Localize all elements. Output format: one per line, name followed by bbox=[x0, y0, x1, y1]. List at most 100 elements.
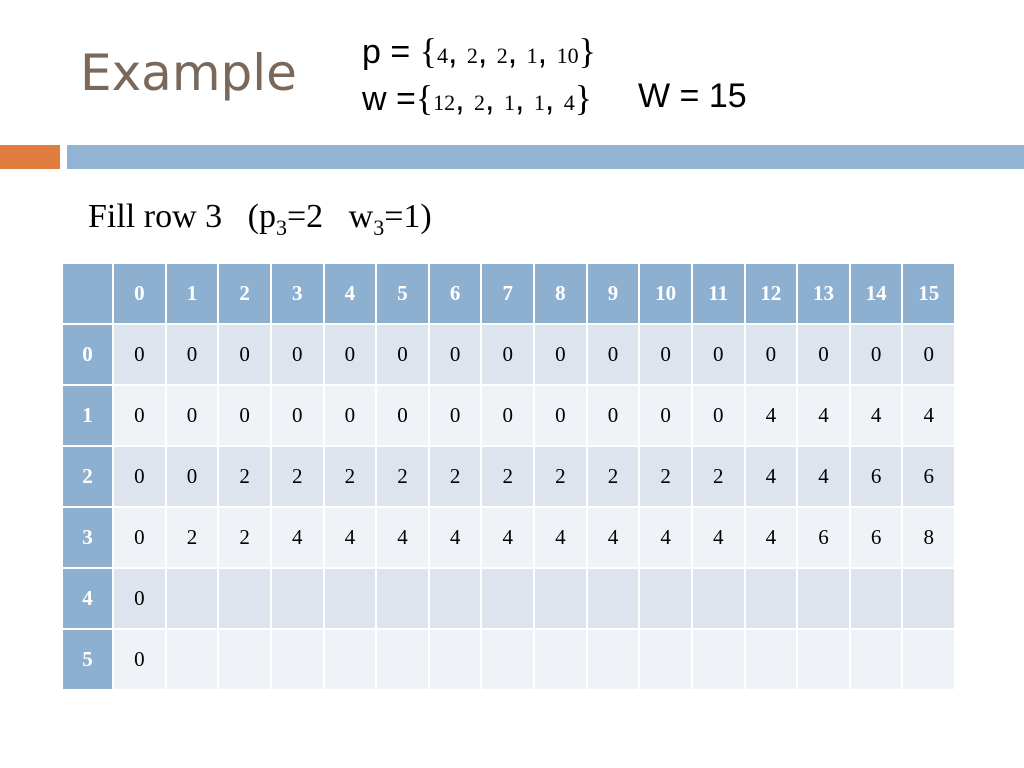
table-cell bbox=[322, 567, 378, 630]
table-cell: 6 bbox=[848, 506, 904, 569]
weight-value: 2 bbox=[474, 90, 486, 115]
table-cell: 0 bbox=[322, 384, 378, 447]
row-header: 2 bbox=[61, 445, 114, 508]
table-cell bbox=[375, 567, 430, 630]
table-cell: 2 bbox=[164, 506, 220, 569]
profit-set: p = {4, 2, 2, 1, 10} bbox=[362, 31, 596, 71]
table-cell: 0 bbox=[322, 323, 378, 386]
table-cell: 2 bbox=[690, 445, 746, 508]
table-cell: 4 bbox=[796, 445, 851, 508]
table-cell: 0 bbox=[690, 384, 746, 447]
instruction-suffix: =1) bbox=[384, 198, 432, 235]
weight-set: w ={12, 2, 1, 1, 4} bbox=[362, 78, 593, 118]
table-cell: 4 bbox=[322, 506, 378, 569]
accent-bar-blue bbox=[67, 145, 1024, 169]
table-cell bbox=[164, 628, 220, 691]
table-cell: 0 bbox=[690, 323, 746, 386]
table-cell: 0 bbox=[480, 323, 535, 386]
table-cell: 0 bbox=[217, 323, 272, 386]
table-cell: 4 bbox=[427, 506, 483, 569]
table-cell: 0 bbox=[427, 323, 483, 386]
column-header: 0 bbox=[112, 262, 167, 325]
table-cell bbox=[848, 628, 904, 691]
column-header: 6 bbox=[427, 262, 483, 325]
table-cell bbox=[322, 628, 378, 691]
capacity-label: W = 15 bbox=[638, 77, 747, 115]
table-cell: 0 bbox=[848, 323, 904, 386]
table-cell: 2 bbox=[480, 445, 535, 508]
table-cell: 0 bbox=[269, 323, 325, 386]
table-cell bbox=[269, 567, 325, 630]
header-corner bbox=[61, 262, 114, 325]
table-cell bbox=[217, 567, 272, 630]
profit-subscript: 3 bbox=[275, 215, 287, 240]
table-cell bbox=[743, 567, 799, 630]
column-header: 7 bbox=[480, 262, 535, 325]
row-header: 0 bbox=[61, 323, 114, 386]
table-cell bbox=[743, 628, 799, 691]
table-cell: 0 bbox=[533, 323, 588, 386]
slide-title: Example bbox=[80, 44, 297, 102]
row-header: 4 bbox=[61, 567, 114, 630]
column-header: 13 bbox=[796, 262, 851, 325]
table-cell bbox=[585, 628, 641, 691]
table-cell: 0 bbox=[112, 323, 167, 386]
table-cell: 0 bbox=[112, 506, 167, 569]
column-header: 3 bbox=[269, 262, 325, 325]
column-header: 4 bbox=[322, 262, 378, 325]
table-cell: 0 bbox=[796, 323, 851, 386]
table-cell bbox=[480, 628, 535, 691]
table-cell: 0 bbox=[112, 567, 167, 630]
table-cell: 0 bbox=[112, 445, 167, 508]
table-cell: 8 bbox=[901, 506, 956, 569]
instruction-text: Fill row 3 (p3=2 w3=1) bbox=[88, 198, 432, 241]
table-cell bbox=[848, 567, 904, 630]
table-cell: 4 bbox=[901, 384, 956, 447]
table-cell bbox=[638, 628, 693, 691]
table-cell bbox=[690, 628, 746, 691]
table-cell bbox=[901, 628, 956, 691]
table-cell: 0 bbox=[375, 323, 430, 386]
column-header: 15 bbox=[901, 262, 956, 325]
column-header: 8 bbox=[533, 262, 588, 325]
table-cell bbox=[269, 628, 325, 691]
table-cell bbox=[427, 567, 483, 630]
table-cell: 0 bbox=[638, 323, 693, 386]
table-cell: 0 bbox=[585, 323, 641, 386]
table-cell: 0 bbox=[743, 323, 799, 386]
table-cell bbox=[217, 628, 272, 691]
table-cell bbox=[533, 628, 588, 691]
row-header: 3 bbox=[61, 506, 114, 569]
table-cell: 2 bbox=[585, 445, 641, 508]
table-cell bbox=[375, 628, 430, 691]
table-cell: 0 bbox=[269, 384, 325, 447]
table-cell bbox=[690, 567, 746, 630]
table-cell: 4 bbox=[533, 506, 588, 569]
profit-value: 10 bbox=[556, 43, 579, 68]
column-header: 11 bbox=[690, 262, 746, 325]
table-cell: 4 bbox=[848, 384, 904, 447]
table-cell: 2 bbox=[217, 445, 272, 508]
column-header: 2 bbox=[217, 262, 272, 325]
table-cell bbox=[796, 628, 851, 691]
table-cell: 0 bbox=[217, 384, 272, 447]
table-cell: 2 bbox=[533, 445, 588, 508]
table-cell bbox=[164, 567, 220, 630]
column-header: 1 bbox=[164, 262, 220, 325]
table-cell: 2 bbox=[217, 506, 272, 569]
table-cell bbox=[480, 567, 535, 630]
instruction-mid: =2 w bbox=[286, 198, 374, 235]
table-cell: 0 bbox=[533, 384, 588, 447]
table-cell: 0 bbox=[164, 445, 220, 508]
table-cell: 0 bbox=[112, 628, 167, 691]
weight-value: 1 bbox=[533, 90, 545, 115]
table-cell bbox=[638, 567, 693, 630]
table-cell: 4 bbox=[375, 506, 430, 569]
table-cell: 6 bbox=[796, 506, 851, 569]
